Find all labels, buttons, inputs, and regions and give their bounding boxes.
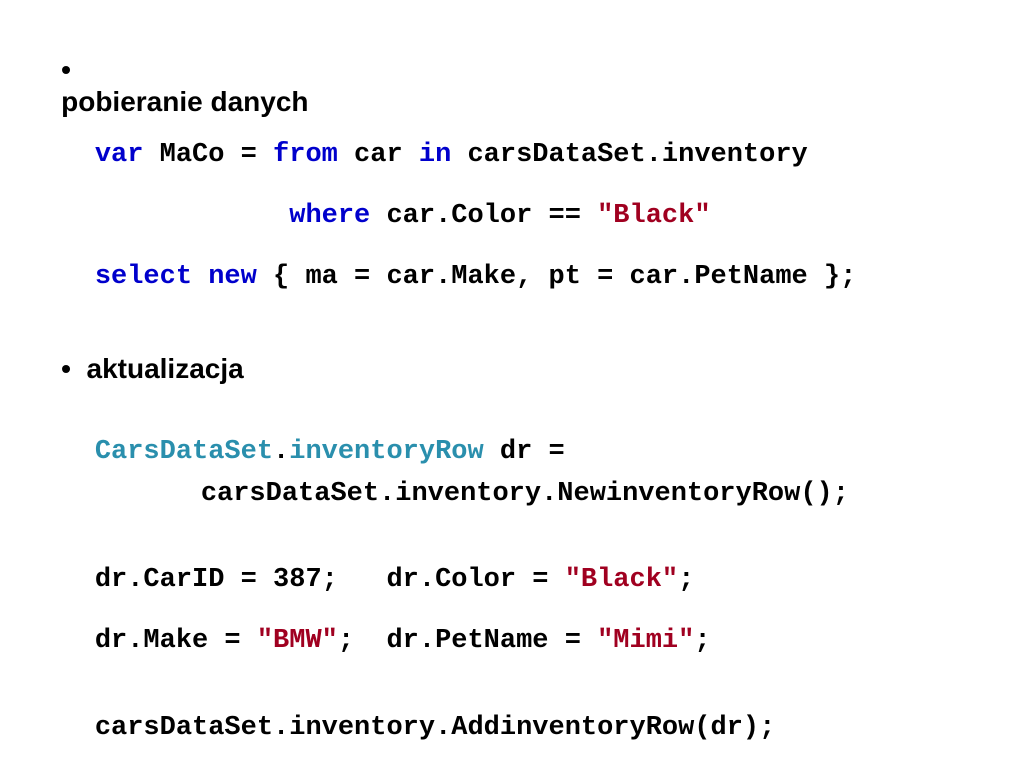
string-literal: "Black" (597, 201, 711, 231)
code-text: carsDataSet.inventory.AddinventoryRow(dr… (94, 713, 776, 743)
keyword-var: var (94, 140, 144, 170)
code-text: { ma = car.Make, pt = car.PetName }; (256, 262, 857, 292)
keyword-where: where (289, 201, 371, 231)
code-text: car (337, 140, 419, 170)
keyword-new: new (208, 262, 257, 292)
code-text: MaCo = (143, 140, 274, 170)
heading-text: pobieranie danych (61, 86, 309, 117)
code-text: dr.Make = (94, 626, 257, 656)
code-line-query-2: where car.Color == "Black" (30, 171, 711, 261)
bullet-glyph: • (61, 353, 71, 384)
code-text: ; (678, 565, 695, 595)
type-name: CarsDataSet (94, 437, 274, 467)
code-text: carsDataSet.inventory.NewinventoryRow(); (119, 479, 849, 509)
section-heading-fetch: • pobieranie danych (30, 22, 309, 150)
type-name: inventoryRow (289, 437, 484, 467)
code-line-update-2: carsDataSet.inventory.NewinventoryRow(); (55, 449, 849, 539)
code-line-query-1: var MaCo = from car in carsDataSet.inven… (30, 110, 808, 200)
code-indent (95, 201, 289, 231)
string-literal: "BMW" (256, 626, 338, 656)
code-line-update-1: CarsDataSet.inventoryRow dr = (30, 407, 565, 497)
heading-text: aktualizacja (86, 353, 244, 384)
string-literal: "Black" (564, 565, 679, 595)
code-text: car.Color == (370, 201, 598, 231)
code-text: dr.CarID = 387; dr.Color = (94, 565, 565, 595)
keyword-in: in (418, 140, 452, 170)
code-text: ; (694, 626, 711, 656)
code-text: ; dr.PetName = (337, 626, 598, 656)
bullet-glyph: • (61, 54, 71, 85)
section-heading-update: • aktualizacja (30, 321, 244, 417)
string-literal: "Mimi" (597, 626, 695, 656)
code-text: dr = (483, 437, 565, 467)
code-line-update-3: dr.CarID = 387; dr.Color = "Black"; (30, 535, 695, 625)
keyword-from: from (273, 140, 338, 170)
code-line-query-3: select new { ma = car.Make, pt = car.Pet… (30, 232, 857, 322)
code-line-update-4: dr.Make = "BMW"; dr.PetName = "Mimi"; (30, 596, 711, 686)
code-line-update-5: carsDataSet.inventory.AddinventoryRow(dr… (30, 683, 776, 773)
code-text (192, 262, 208, 292)
keyword-select: select (94, 262, 193, 292)
code-text: . (273, 437, 290, 467)
code-text: carsDataSet.inventory (451, 140, 808, 170)
